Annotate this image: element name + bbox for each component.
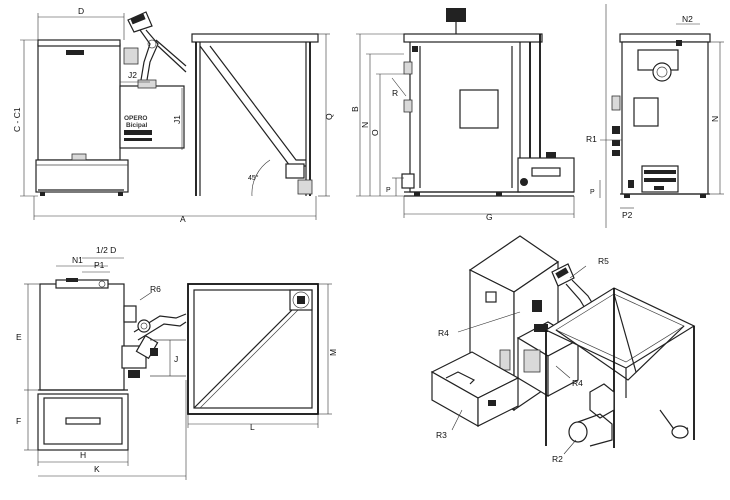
dim-label-D: D [78, 6, 84, 16]
dim-label-P1: P1 [94, 260, 105, 270]
burner-housing [119, 85, 185, 149]
dim-label-A: A [180, 214, 186, 224]
callout-R4-left: R4 [438, 328, 449, 338]
dim-label-P2: P2 [622, 210, 633, 220]
hopper-top-frame [187, 283, 319, 415]
hopper-slope [199, 45, 306, 167]
hopper-top-view: M L [187, 283, 338, 432]
dim-label-Q: Q [324, 113, 334, 120]
dim-label-B: B [350, 106, 360, 112]
dim-label-N1: N1 [72, 255, 83, 265]
callout-R5: R5 [598, 256, 609, 266]
side-view: B N O R P G [350, 8, 575, 222]
boiler-top-cover [37, 39, 121, 47]
dim-label-H: H [80, 450, 86, 460]
dim-label-N-rear: N [710, 116, 720, 122]
dim-label-P-rear: P [590, 189, 595, 196]
dim-label-F: F [16, 416, 21, 426]
brand-line1: OPERO [124, 115, 147, 122]
feeder-motor [127, 11, 153, 33]
front-view-with-feeder: OPERO Bicipal D C - C1 J2 J1 A [12, 6, 317, 224]
brand-line2: Bicipal [126, 122, 148, 129]
callout-R4-right: R4 [572, 378, 583, 388]
rear-view: N2 N R1 P P2 [586, 4, 724, 228]
callout-R: R [392, 88, 398, 98]
angle-label: 45° [248, 174, 259, 182]
callout-R3: R3 [436, 430, 447, 440]
callout-R2: R2 [552, 454, 563, 464]
dim-label-P-side: P [386, 187, 391, 194]
top-view: N1 1/2 D P1 E F J H K R6 [16, 245, 187, 480]
isometric-view: R4 R4 R5 R3 R2 [430, 235, 696, 464]
dim-label-O: O [370, 129, 380, 136]
dim-label-J1: J1 [172, 115, 182, 124]
callout-R1: R1 [586, 134, 597, 144]
dim-label-half-D: 1/2 D [96, 245, 116, 255]
hopper-side-view: 45° Q [191, 33, 334, 197]
flue-outlet [652, 62, 672, 82]
dim-label-N2: N2 [682, 14, 693, 24]
dim-label-G: G [486, 212, 493, 222]
dim-label-C-C1: C - C1 [12, 107, 22, 132]
boiler-top [39, 283, 125, 391]
dim-label-L: L [250, 422, 255, 432]
dim-label-N-side: N [360, 122, 370, 128]
boiler-body-front [37, 43, 121, 161]
dim-label-J: J [174, 354, 178, 364]
callout-R6: R6 [150, 284, 161, 294]
dim-label-K: K [94, 464, 100, 474]
dim-label-M: M [328, 349, 338, 356]
dim-label-E: E [16, 332, 22, 342]
dim-label-J2: J2 [128, 70, 137, 80]
